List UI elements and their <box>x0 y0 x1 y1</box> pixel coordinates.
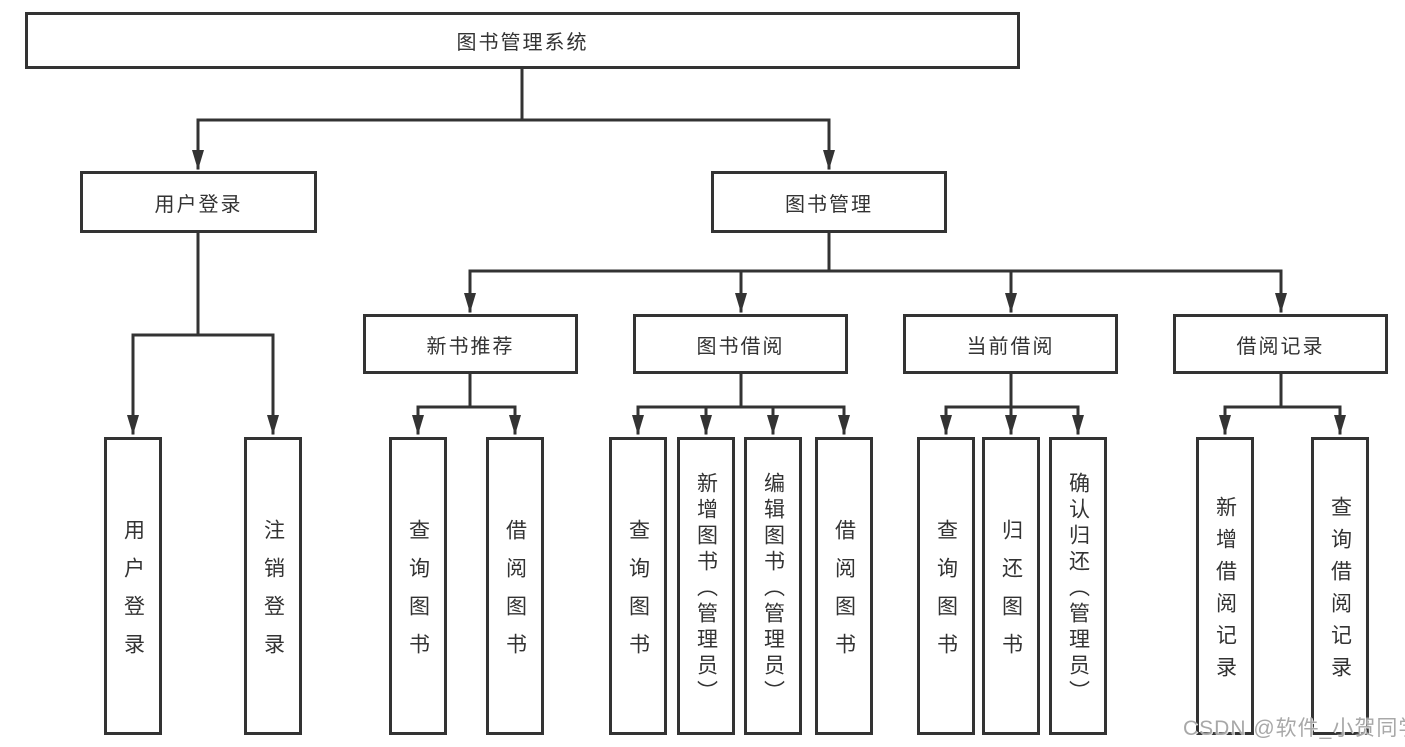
node-root: 图书管理系统 <box>25 12 1020 69</box>
node-label: 用户登录 <box>121 518 145 671</box>
node-label: 借阅记录 <box>1236 335 1325 358</box>
node-label: 新增图书（管理员） <box>694 471 718 706</box>
node-label: 图书管理 <box>785 193 873 216</box>
leaf-user-login: 用户登录 <box>104 437 162 735</box>
node-new-book-recommend: 新书推荐 <box>363 314 578 374</box>
node-user-login: 用户登录 <box>80 171 317 233</box>
node-label: 用户登录 <box>154 193 243 216</box>
node-label: 新书推荐 <box>426 335 515 358</box>
leaf-br-add-record: 新增借阅记录 <box>1196 437 1254 735</box>
node-book-management: 图书管理 <box>711 171 947 233</box>
node-label: 查询图书 <box>934 518 958 671</box>
node-label: 借阅图书 <box>503 518 527 671</box>
leaf-bb-query-books: 查询图书 <box>609 437 667 735</box>
node-current-borrow: 当前借阅 <box>903 314 1118 374</box>
node-label: 查询借阅记录 <box>1328 495 1352 688</box>
leaf-nb-query-books: 查询图书 <box>389 437 447 735</box>
node-label: 注销登录 <box>261 518 285 671</box>
leaf-bb-borrow-books: 借阅图书 <box>815 437 873 735</box>
leaf-nb-borrow-books: 借阅图书 <box>486 437 544 735</box>
leaf-bb-add-books-admin: 新增图书（管理员） <box>677 437 735 735</box>
node-label: 新增借阅记录 <box>1213 495 1237 688</box>
node-label: 图书借阅 <box>696 335 785 358</box>
node-label: 当前借阅 <box>966 335 1055 358</box>
node-book-borrow: 图书借阅 <box>633 314 848 374</box>
leaf-cb-query-books: 查询图书 <box>917 437 975 735</box>
leaf-br-query-record: 查询借阅记录 <box>1311 437 1369 735</box>
node-label: 编辑图书（管理员） <box>761 471 785 706</box>
node-label: 归还图书 <box>999 518 1023 671</box>
node-label: 查询图书 <box>626 518 650 671</box>
watermark: CSDN @软件_小贺同学 <box>1183 717 1405 740</box>
leaf-cb-confirm-return-admin: 确认归还（管理员） <box>1049 437 1107 735</box>
leaf-cb-return-books: 归还图书 <box>982 437 1040 735</box>
node-label: 图书管理系统 <box>456 32 589 54</box>
node-borrow-records: 借阅记录 <box>1173 314 1388 374</box>
node-label: 查询图书 <box>406 518 430 671</box>
leaf-logout: 注销登录 <box>244 437 302 735</box>
node-label: 确认归还（管理员） <box>1066 471 1090 706</box>
node-label: 借阅图书 <box>832 518 856 671</box>
leaf-bb-edit-books-admin: 编辑图书（管理员） <box>744 437 802 735</box>
